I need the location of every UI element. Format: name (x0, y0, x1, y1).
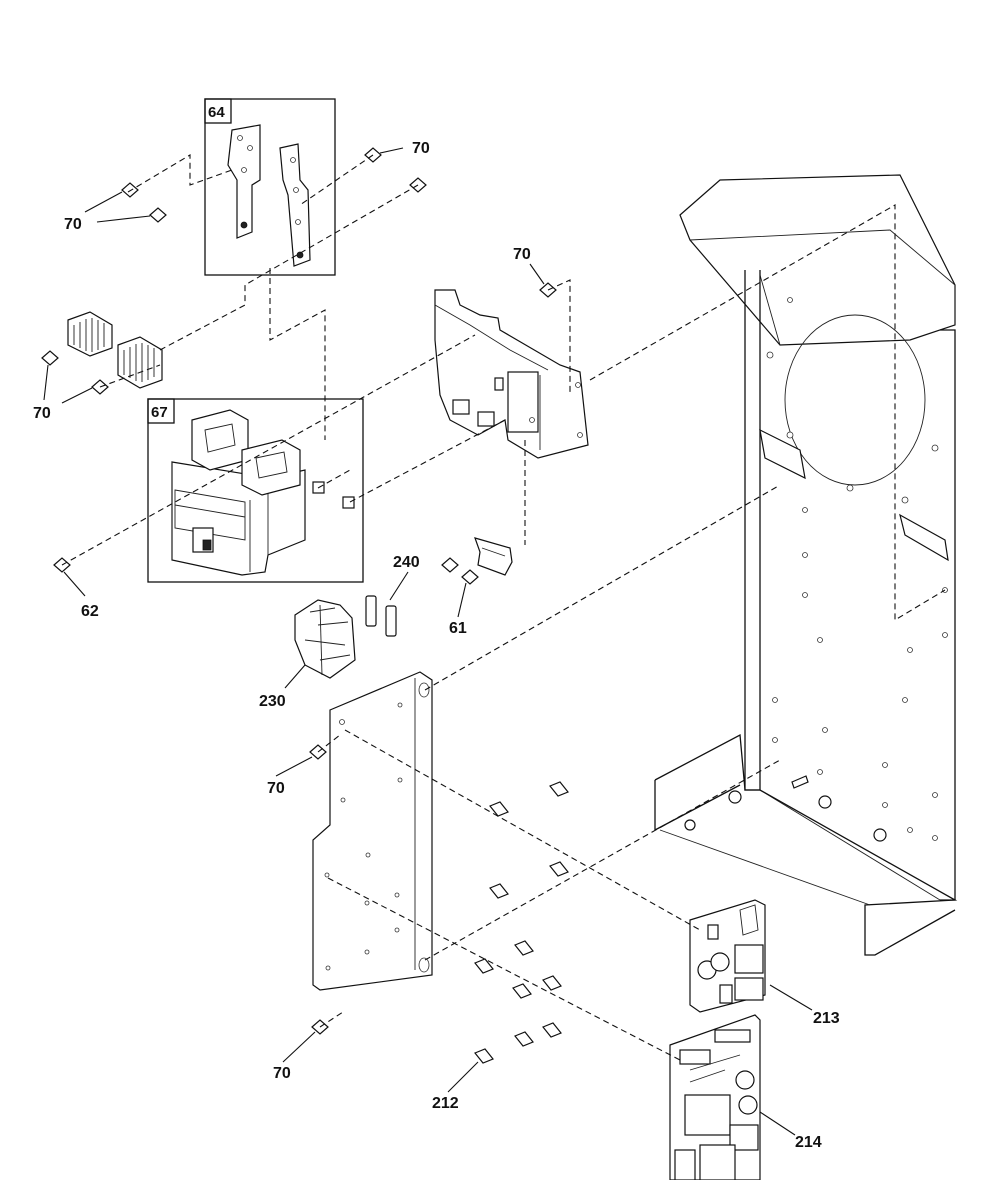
detail-box-67: 67 (147, 398, 364, 583)
screws (41, 147, 557, 1035)
detail-box-64: 64 (204, 98, 336, 276)
assembly-lines (61, 154, 946, 1061)
panel-studs (684, 297, 948, 842)
callout-240: 240 (393, 554, 420, 571)
mounting-bracket (434, 289, 589, 459)
callout-214: 214 (795, 1134, 822, 1151)
fuse-holder (294, 599, 356, 679)
din-rail-clip (474, 537, 513, 576)
callout-62: 62 (81, 603, 99, 620)
callout-70-plate-top: 70 (267, 780, 285, 797)
cabinet-frame (654, 174, 958, 956)
callout-70-top-left: 70 (64, 216, 82, 233)
callout-70-bracket: 70 (513, 246, 531, 263)
callout-213: 213 (813, 1010, 840, 1027)
pcb-standoffs (474, 781, 569, 1064)
circuit-board-213 (689, 899, 766, 1013)
callout-70-top-right: 70 (412, 140, 430, 157)
callout-70-plate-bottom: 70 (273, 1065, 291, 1082)
callout-67: 67 (151, 404, 168, 421)
circuit-board-214 (669, 1014, 761, 1180)
callout-64: 64 (208, 104, 225, 121)
callout-230: 230 (259, 693, 286, 710)
mounting-plate (312, 671, 433, 991)
callout-70-heatsink: 70 (33, 405, 51, 422)
leader-lines (43, 147, 813, 1136)
fuses (365, 595, 397, 637)
callout-212: 212 (432, 1095, 459, 1112)
callout-numbers: 70 70 70 70 62 240 61 230 70 213 70 212 … (33, 140, 840, 1151)
callout-61: 61 (449, 620, 467, 637)
heat-sinks (67, 311, 163, 389)
